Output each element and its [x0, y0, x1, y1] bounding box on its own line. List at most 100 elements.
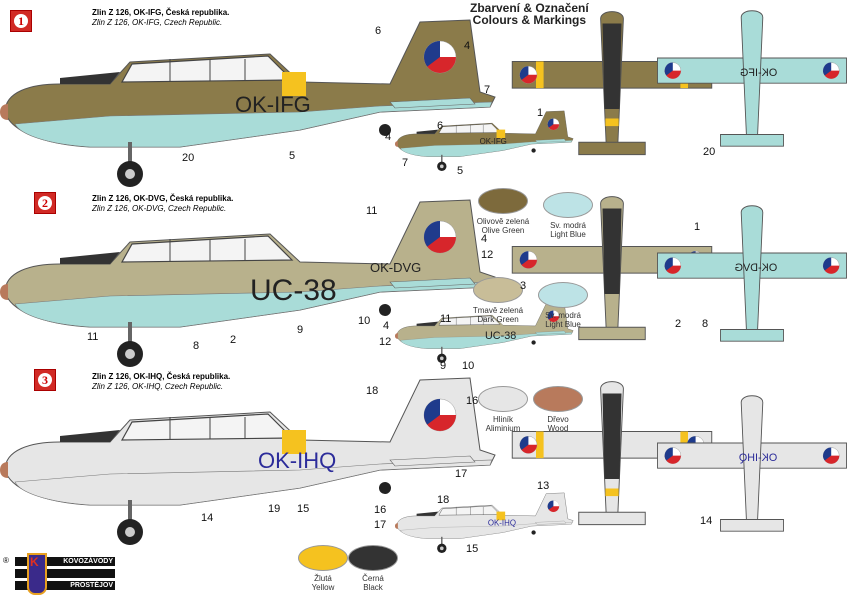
canopy: [120, 235, 294, 263]
colour-name-cz: Olivově zelená: [476, 217, 530, 226]
roundel-blue: [664, 62, 673, 76]
colour-swatch: [473, 277, 523, 303]
sheet-title: Zbarvení & Označení Colours & Markings: [470, 2, 589, 26]
profile-number-badge: 1: [10, 10, 32, 32]
colour-name-en: Aliminium: [485, 424, 521, 433]
side-view: OK-IHQ: [0, 377, 496, 545]
anti-glare-panel: [60, 252, 120, 264]
spinner: [395, 141, 398, 147]
yellow-band: [282, 430, 306, 454]
callout-number: 14: [201, 512, 214, 524]
yellow-band: [282, 72, 306, 96]
callout-number: 10: [462, 360, 475, 372]
registration-text-underside: OK-IHQ: [739, 452, 777, 464]
spinner: [0, 462, 8, 478]
tailplane: [535, 520, 567, 525]
profile-number-badge: 2: [34, 192, 56, 214]
registration-text: UC-38: [250, 274, 337, 307]
canopy: [120, 413, 294, 441]
anti-glare-panel: [60, 72, 120, 84]
colour-name-en: Yellow: [311, 583, 335, 592]
tail-wheel: [379, 304, 391, 316]
tail-wheel: [531, 148, 536, 153]
roundel-blue: [823, 447, 832, 461]
callout-number: 4: [383, 320, 390, 332]
wheel-hub: [125, 169, 135, 179]
wheel-hub: [440, 164, 444, 169]
colour-swatch: [298, 545, 348, 571]
spinner: [395, 333, 398, 339]
colour-name-en: Black: [363, 583, 383, 592]
tail-wheel: [531, 530, 536, 535]
callout-number: 9: [297, 324, 304, 336]
callout-number: 11: [440, 313, 452, 325]
tailplane: [578, 141, 646, 156]
colour-swatch: [543, 192, 593, 218]
anti-glare-panel: [416, 129, 439, 134]
tail-wheel: [531, 340, 536, 345]
callout-number: 6: [437, 120, 444, 132]
colour-name-en: Wood: [547, 424, 569, 433]
callout-number: 18: [437, 494, 450, 506]
colour-name-cz: Hliník: [492, 415, 513, 424]
callout-number: 18: [366, 385, 379, 397]
colour-swatch: [348, 545, 398, 571]
callout-number: 17: [374, 519, 387, 531]
anti-glare-panel: [416, 511, 439, 516]
colour-name-cz: Sv. modrá: [545, 311, 581, 320]
registration-text-underside: OK-DVG: [735, 262, 778, 274]
wheel-hub: [440, 356, 444, 361]
roundel-blue: [519, 251, 529, 265]
colour-swatch: [478, 386, 528, 412]
roundel-blue: [424, 399, 440, 425]
callout-number: 13: [537, 480, 550, 492]
profile-title-cz: Zlin Z 126, OK-DVG, Česká republika.: [92, 194, 234, 203]
profile-number: 3: [38, 373, 52, 387]
yellow-band: [496, 511, 506, 521]
callout-number: 16: [466, 395, 479, 407]
callout-number: 7: [484, 84, 491, 96]
roundel-blue: [519, 436, 529, 450]
canopy-top: [602, 23, 622, 109]
callout-number: 2: [675, 318, 682, 330]
profile-title-en: Zlin Z 126, OK-IHQ, Czech Republic.: [92, 382, 224, 391]
profile-header: Zlin Z 126, OK-DVG, Česká republika.Zlin…: [92, 194, 233, 214]
registration-text: OK-IFG: [235, 92, 311, 117]
profile-title-en: Zlin Z 126, OK-IFG, Czech Republic.: [92, 18, 223, 27]
callout-number: 20: [703, 146, 716, 158]
roundel-blue: [664, 257, 673, 271]
canopy: [438, 505, 501, 516]
colour-name-cz: Dřevo: [547, 415, 569, 424]
anti-glare-panel: [416, 321, 439, 326]
callout-number: 20: [182, 152, 195, 164]
plan-view: OK-IFG: [657, 10, 847, 147]
callout-number: 19: [268, 503, 281, 515]
fuselage-band: [605, 118, 619, 127]
colour-swatch: [538, 282, 588, 308]
callout-number: 16: [374, 504, 387, 516]
logo-mark: K: [30, 555, 39, 569]
callout-number: 14: [700, 515, 713, 527]
profile-number: 2: [38, 196, 52, 210]
callout-number: 12: [481, 249, 494, 261]
side-view: OK-IFG: [395, 110, 574, 171]
colour-name-cz: Sv. modrá: [550, 221, 586, 230]
roundel-blue: [424, 221, 440, 247]
tailplane: [720, 329, 784, 342]
kovozavody-logo: KOVOZÁVODY PROSTĚJOV K ®: [3, 553, 115, 595]
colour-name-en: Olive Green: [481, 226, 525, 235]
colour-name-cz: Tmavě zelená: [472, 306, 524, 315]
profile-header: Zlin Z 126, OK-IFG, Česká republika.Zlin…: [92, 8, 229, 28]
roundel-blue: [664, 447, 673, 461]
profile-title-en: Zlin Z 126, OK-DVG, Czech Republic.: [92, 204, 227, 213]
side-view: UC-38: [395, 302, 574, 363]
side-view: OK-IFG: [0, 19, 496, 187]
